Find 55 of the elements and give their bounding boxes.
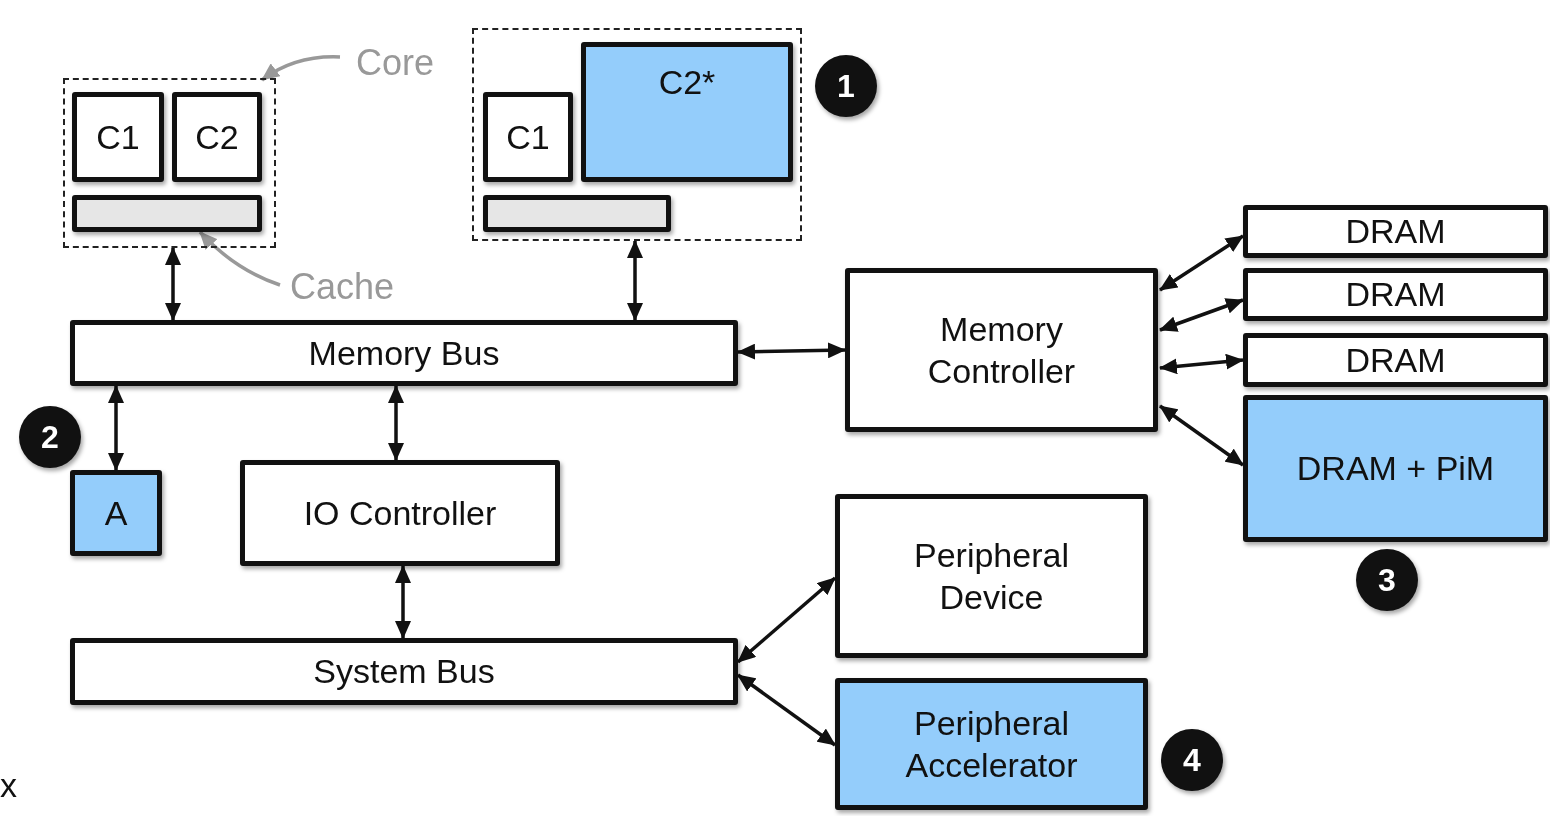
- memory-box: [1243, 268, 1548, 321]
- box-label: Memory Controller: [926, 308, 1077, 392]
- annotation-label: Core: [356, 40, 434, 85]
- dashed-group-box: [472, 28, 802, 241]
- box-label: System Bus: [313, 651, 495, 693]
- leader-line: [261, 55, 341, 82]
- bus-box: [70, 638, 738, 705]
- core-box: [72, 92, 164, 182]
- box-label: C2*: [658, 62, 716, 103]
- arrow: [1159, 404, 1244, 467]
- accelerator-box: [835, 678, 1148, 810]
- arrow: [395, 565, 411, 639]
- callout-number: 4: [1161, 729, 1223, 791]
- box-label: C1: [96, 116, 140, 158]
- memory-box: [1243, 395, 1548, 542]
- box-label: C2: [195, 116, 239, 158]
- arrow: [627, 240, 643, 321]
- device-box: [835, 494, 1148, 658]
- arrow: [736, 673, 837, 747]
- core-box: [172, 92, 262, 182]
- arrow: [388, 385, 404, 461]
- arrow: [165, 247, 181, 321]
- arrow: [736, 576, 837, 664]
- callout-number: 2: [19, 406, 81, 468]
- callout-number: 3: [1356, 549, 1418, 611]
- arrow: [737, 342, 846, 360]
- controller-box: [240, 460, 560, 566]
- box-label: A: [104, 492, 128, 534]
- callout-number: 1: [815, 55, 877, 117]
- cache-bar: [72, 195, 262, 232]
- dashed-group-box: [63, 78, 276, 248]
- arrow: [1159, 353, 1244, 375]
- stray-letter: x: [0, 768, 17, 802]
- box-label: DRAM: [1345, 339, 1446, 381]
- box-label: IO Controller: [303, 492, 497, 534]
- memory-box: [1243, 205, 1548, 258]
- arrow: [1159, 298, 1244, 332]
- box-label: DRAM + PiM: [1296, 448, 1495, 490]
- memory-box: [1243, 333, 1548, 387]
- box-label: Peripheral Accelerator: [904, 702, 1079, 786]
- core-box: [581, 42, 793, 182]
- arrow: [1159, 234, 1244, 292]
- leader-line: [198, 230, 281, 287]
- box-label: Peripheral Device: [913, 534, 1070, 618]
- box-label: DRAM: [1345, 211, 1446, 253]
- accelerator-box: [70, 470, 162, 556]
- bus-box: [70, 320, 738, 386]
- box-label: Memory Bus: [308, 332, 500, 374]
- cache-bar: [483, 195, 671, 232]
- controller-box: [845, 268, 1158, 432]
- box-label: C1: [506, 116, 550, 158]
- annotation-label: Cache: [289, 264, 395, 309]
- core-box: [483, 92, 573, 182]
- box-label: DRAM: [1345, 274, 1446, 316]
- arrow: [108, 385, 124, 471]
